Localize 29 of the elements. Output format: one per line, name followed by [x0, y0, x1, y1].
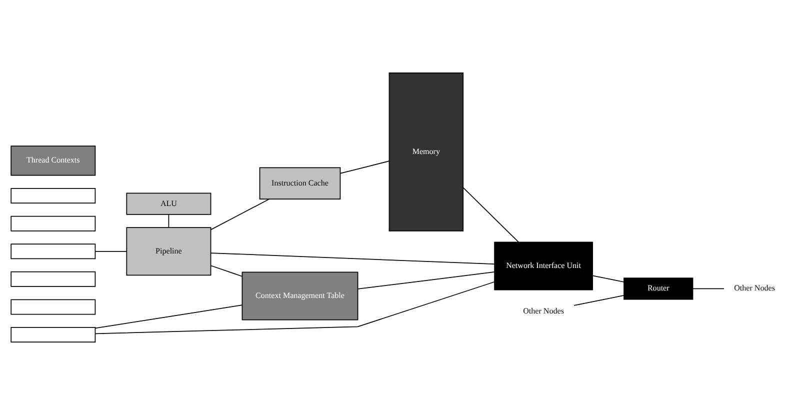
node-box: Instruction Cache — [259, 166, 341, 200]
connector — [357, 271, 495, 289]
connector — [210, 198, 270, 230]
node-box: Context Management Table — [242, 271, 358, 320]
node-box: Network Interface Unit — [494, 241, 593, 290]
node-box — [10, 270, 96, 286]
connector — [574, 294, 624, 306]
node-text: Other Nodes — [734, 283, 775, 292]
connector — [210, 252, 495, 264]
node-box: Thread Contexts — [10, 145, 96, 176]
connector — [462, 186, 520, 242]
node-box: Router — [624, 277, 694, 300]
node-box — [10, 215, 96, 231]
node-box — [10, 243, 96, 259]
connector — [94, 250, 127, 252]
node-box — [10, 188, 96, 204]
node-box — [10, 298, 96, 314]
connector — [168, 214, 170, 228]
node-box: Pipeline — [126, 226, 212, 276]
node-box — [10, 326, 96, 342]
node-box: Memory — [388, 72, 464, 231]
connector — [94, 304, 243, 328]
connector — [95, 280, 495, 334]
node-text: Other Nodes — [523, 306, 564, 315]
connector — [340, 160, 390, 174]
connector — [692, 288, 724, 289]
connector — [210, 264, 243, 276]
connector — [592, 274, 624, 282]
node-box: ALU — [126, 192, 212, 214]
